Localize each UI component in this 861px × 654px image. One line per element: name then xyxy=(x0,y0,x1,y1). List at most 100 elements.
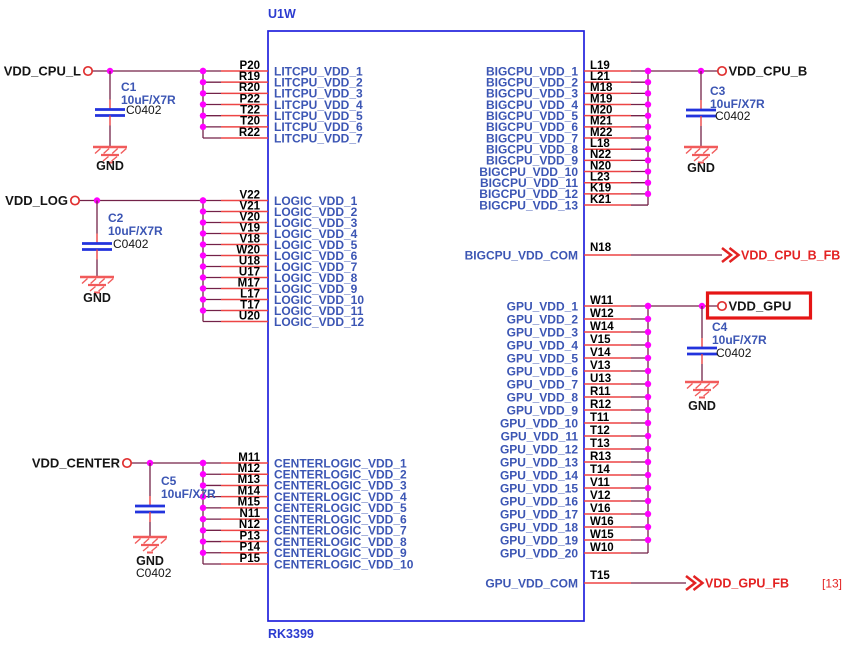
net-label[interactable]: VDD_CPU_L xyxy=(4,63,81,78)
selection-highlight-box[interactable] xyxy=(705,291,813,320)
net-feed-gpu[interactable]: VDD_GPU xyxy=(644,291,813,320)
net-label[interactable]: VDD_CENTER xyxy=(32,455,121,470)
pin-number: N18 xyxy=(590,242,612,254)
net-feed-logic[interactable]: VDD_LOG xyxy=(5,193,207,208)
net-feed-bigcpu[interactable]: VDD_CPU_B xyxy=(644,63,808,78)
net-terminal-circle[interactable] xyxy=(716,65,728,77)
gnd-symbol[interactable]: GND xyxy=(133,535,167,568)
offpage-connector-icon[interactable] xyxy=(721,247,741,263)
net-terminal-circle[interactable] xyxy=(69,195,81,206)
pin-number: U13 xyxy=(590,373,611,385)
net-feed-litcpu[interactable]: VDD_CPU_L xyxy=(4,63,207,78)
gnd-symbol[interactable]: GND xyxy=(93,145,127,173)
net-label[interactable]: VDD_GPU xyxy=(729,298,792,313)
pin-number: M11 xyxy=(238,452,260,464)
feedback-net-label[interactable]: VDD_CPU_B_FB xyxy=(741,248,840,262)
net-terminal-circle[interactable] xyxy=(82,65,94,77)
net-label[interactable]: VDD_CPU_B xyxy=(729,63,808,78)
gnd-symbol[interactable]: GND xyxy=(685,380,719,413)
net-label[interactable]: VDD_LOG xyxy=(5,193,68,208)
pin-number: V21 xyxy=(240,200,261,212)
feedback-net-label[interactable]: VDD_GPU_FB xyxy=(705,576,789,590)
gnd-symbol[interactable]: GND xyxy=(80,275,114,305)
pin-name: LOGIC_VDD_8 xyxy=(274,271,358,285)
gnd-hatch xyxy=(102,155,109,162)
gnd-symbol[interactable]: GND xyxy=(684,145,718,175)
chip-body[interactable] xyxy=(267,30,585,622)
net-feed-centerlogic[interactable]: VDD_CENTER xyxy=(32,455,207,470)
net-terminal-circle[interactable] xyxy=(121,457,133,469)
pin-number: T22 xyxy=(240,104,260,116)
net-terminal-circle[interactable] xyxy=(716,300,728,312)
offpage-connector-icon[interactable] xyxy=(685,575,705,591)
